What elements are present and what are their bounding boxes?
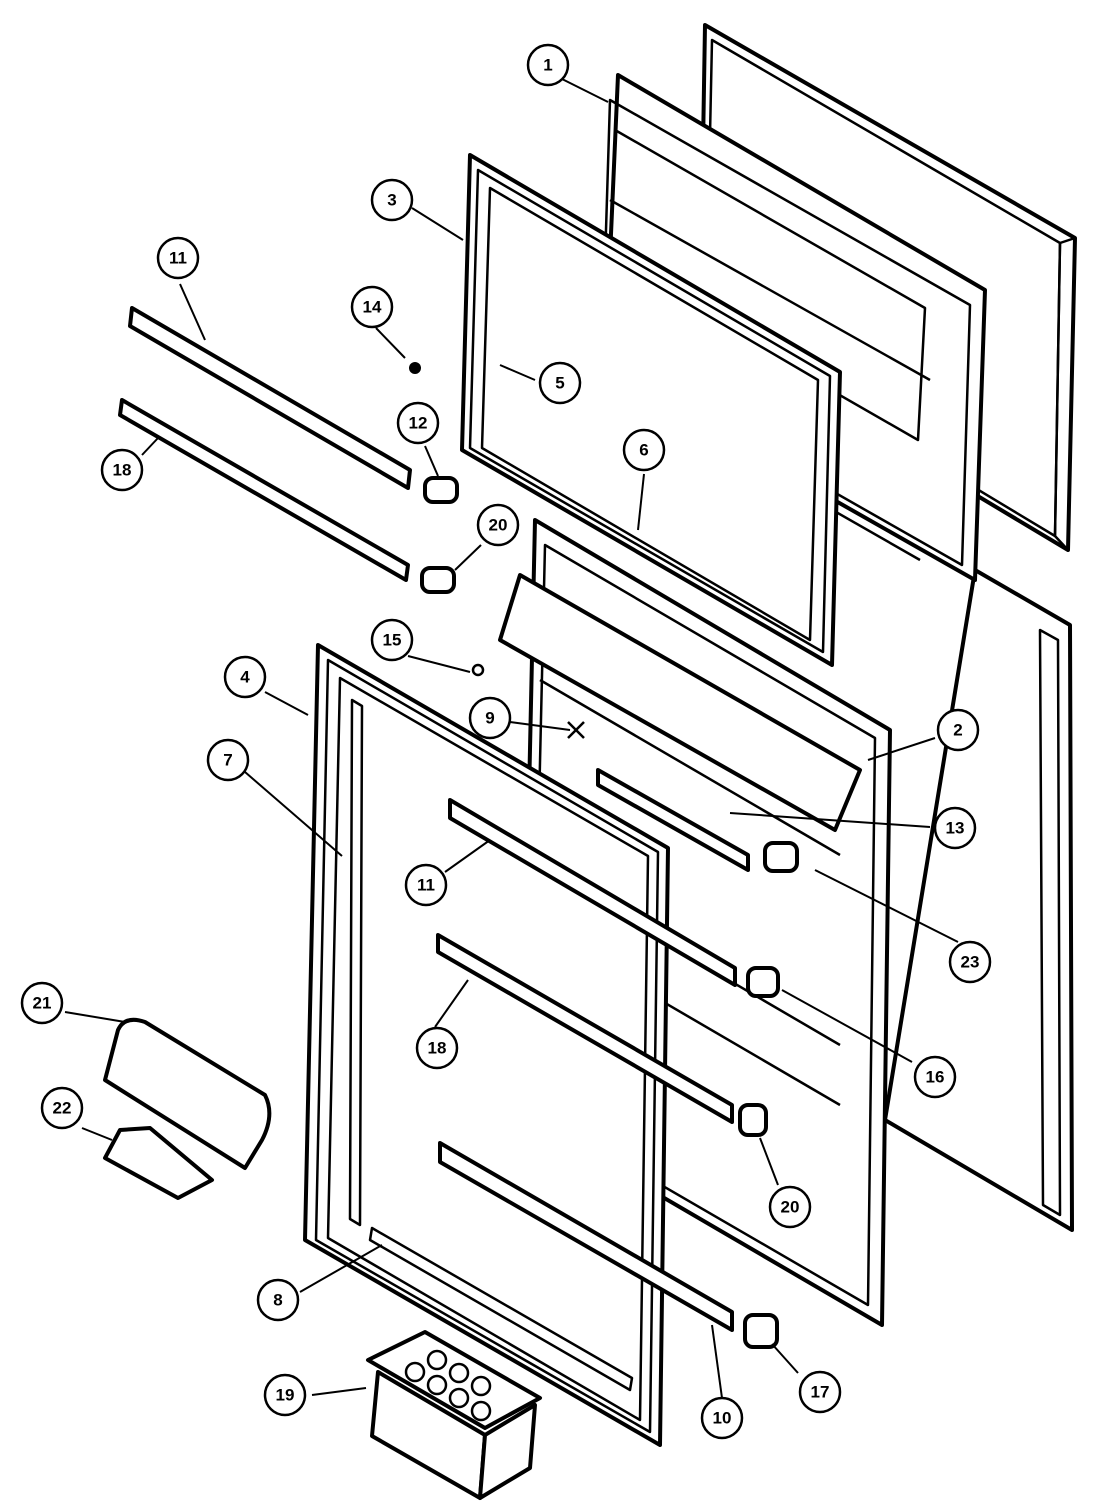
- end-cap-20-lower: [738, 1103, 768, 1137]
- callout-label: 5: [555, 374, 564, 393]
- callout-2: 2: [936, 708, 980, 752]
- breaker-strip-bottom: [368, 1226, 634, 1392]
- shelf-rail-upper-18: [118, 398, 410, 582]
- breaker-strip-vertical: [348, 698, 364, 1227]
- callouts: 1 2 3 4 5 6 7 8 9 10 11 11 12 13 14 15 1…: [20, 43, 992, 1440]
- screw-14: [409, 362, 421, 374]
- callout-label: 17: [811, 1383, 830, 1402]
- fresh-food-door-outer-panel: [883, 568, 1074, 1232]
- shelf-rail-door-18: [436, 933, 734, 1124]
- end-cap-16: [746, 966, 780, 998]
- callout-label: 15: [383, 631, 402, 650]
- callout-label: 14: [363, 298, 382, 317]
- callout-label: 6: [639, 441, 648, 460]
- callout-18-upper: 18: [100, 448, 144, 492]
- callout-label: 3: [387, 191, 396, 210]
- callout-label: 11: [169, 249, 187, 268]
- callout-label: 22: [53, 1099, 72, 1118]
- callout-15: 15: [370, 618, 414, 662]
- dairy-compartment-door: [103, 1017, 272, 1170]
- callout-6: 6: [622, 428, 666, 472]
- callout-label: 18: [113, 461, 132, 480]
- callout-label: 8: [273, 1291, 282, 1310]
- callout-label: 16: [926, 1068, 945, 1087]
- clip-9: [567, 721, 585, 739]
- end-cap-12: [423, 476, 459, 504]
- shelf-rail-door-10: [438, 1141, 734, 1332]
- shelf-rail-door-13: [596, 768, 750, 872]
- callout-7: 7: [206, 738, 250, 782]
- fresh-food-door-gasket: [303, 643, 670, 1447]
- callout-3: 3: [370, 178, 414, 222]
- callout-23: 23: [948, 940, 992, 984]
- callout-22: 22: [40, 1086, 84, 1130]
- callout-8: 8: [256, 1278, 300, 1322]
- callout-17: 17: [798, 1370, 842, 1414]
- callout-label: 20: [781, 1198, 800, 1217]
- callout-16: 16: [913, 1055, 957, 1099]
- callout-label: 18: [428, 1039, 447, 1058]
- callout-20-lower: 20: [768, 1185, 812, 1229]
- callout-14: 14: [350, 285, 394, 329]
- callout-label: 7: [223, 751, 232, 770]
- callout-12: 12: [396, 401, 440, 445]
- callout-9: 9: [468, 696, 512, 740]
- dairy-door-hinge: [103, 1126, 214, 1200]
- shelf-rail-upper-11: [128, 306, 412, 490]
- callout-1: 1: [526, 43, 570, 87]
- callout-label: 12: [409, 414, 428, 433]
- end-cap-23: [763, 841, 799, 873]
- callout-21: 21: [20, 981, 64, 1025]
- callout-5: 5: [538, 361, 582, 405]
- callout-label: 9: [485, 709, 494, 728]
- callout-11-door: 11: [404, 863, 448, 907]
- callout-18-door: 18: [415, 1026, 459, 1070]
- callout-label: 19: [276, 1386, 295, 1405]
- end-cap-17: [743, 1313, 779, 1349]
- end-cap-20-upper: [420, 566, 456, 594]
- callout-label: 4: [240, 668, 250, 687]
- callout-label: 23: [961, 953, 980, 972]
- callout-label: 2: [953, 721, 962, 740]
- callout-20-upper: 20: [476, 503, 520, 547]
- callout-label: 13: [946, 819, 965, 838]
- callout-label: 10: [713, 1409, 732, 1428]
- egg-bin: [366, 1330, 542, 1500]
- callout-11-upper: 11: [156, 236, 200, 280]
- callout-label: 21: [33, 994, 52, 1013]
- callout-13: 13: [933, 806, 977, 850]
- callout-label: 1: [543, 56, 552, 75]
- shelf-rail-door-11: [448, 798, 737, 987]
- plug-15: [471, 663, 485, 677]
- callout-label: 11: [417, 876, 435, 895]
- callout-10: 10: [700, 1396, 744, 1440]
- callout-label: 20: [489, 516, 508, 535]
- callout-19: 19: [263, 1373, 307, 1417]
- callout-4: 4: [223, 655, 267, 699]
- freezer-door-gasket: [460, 153, 842, 667]
